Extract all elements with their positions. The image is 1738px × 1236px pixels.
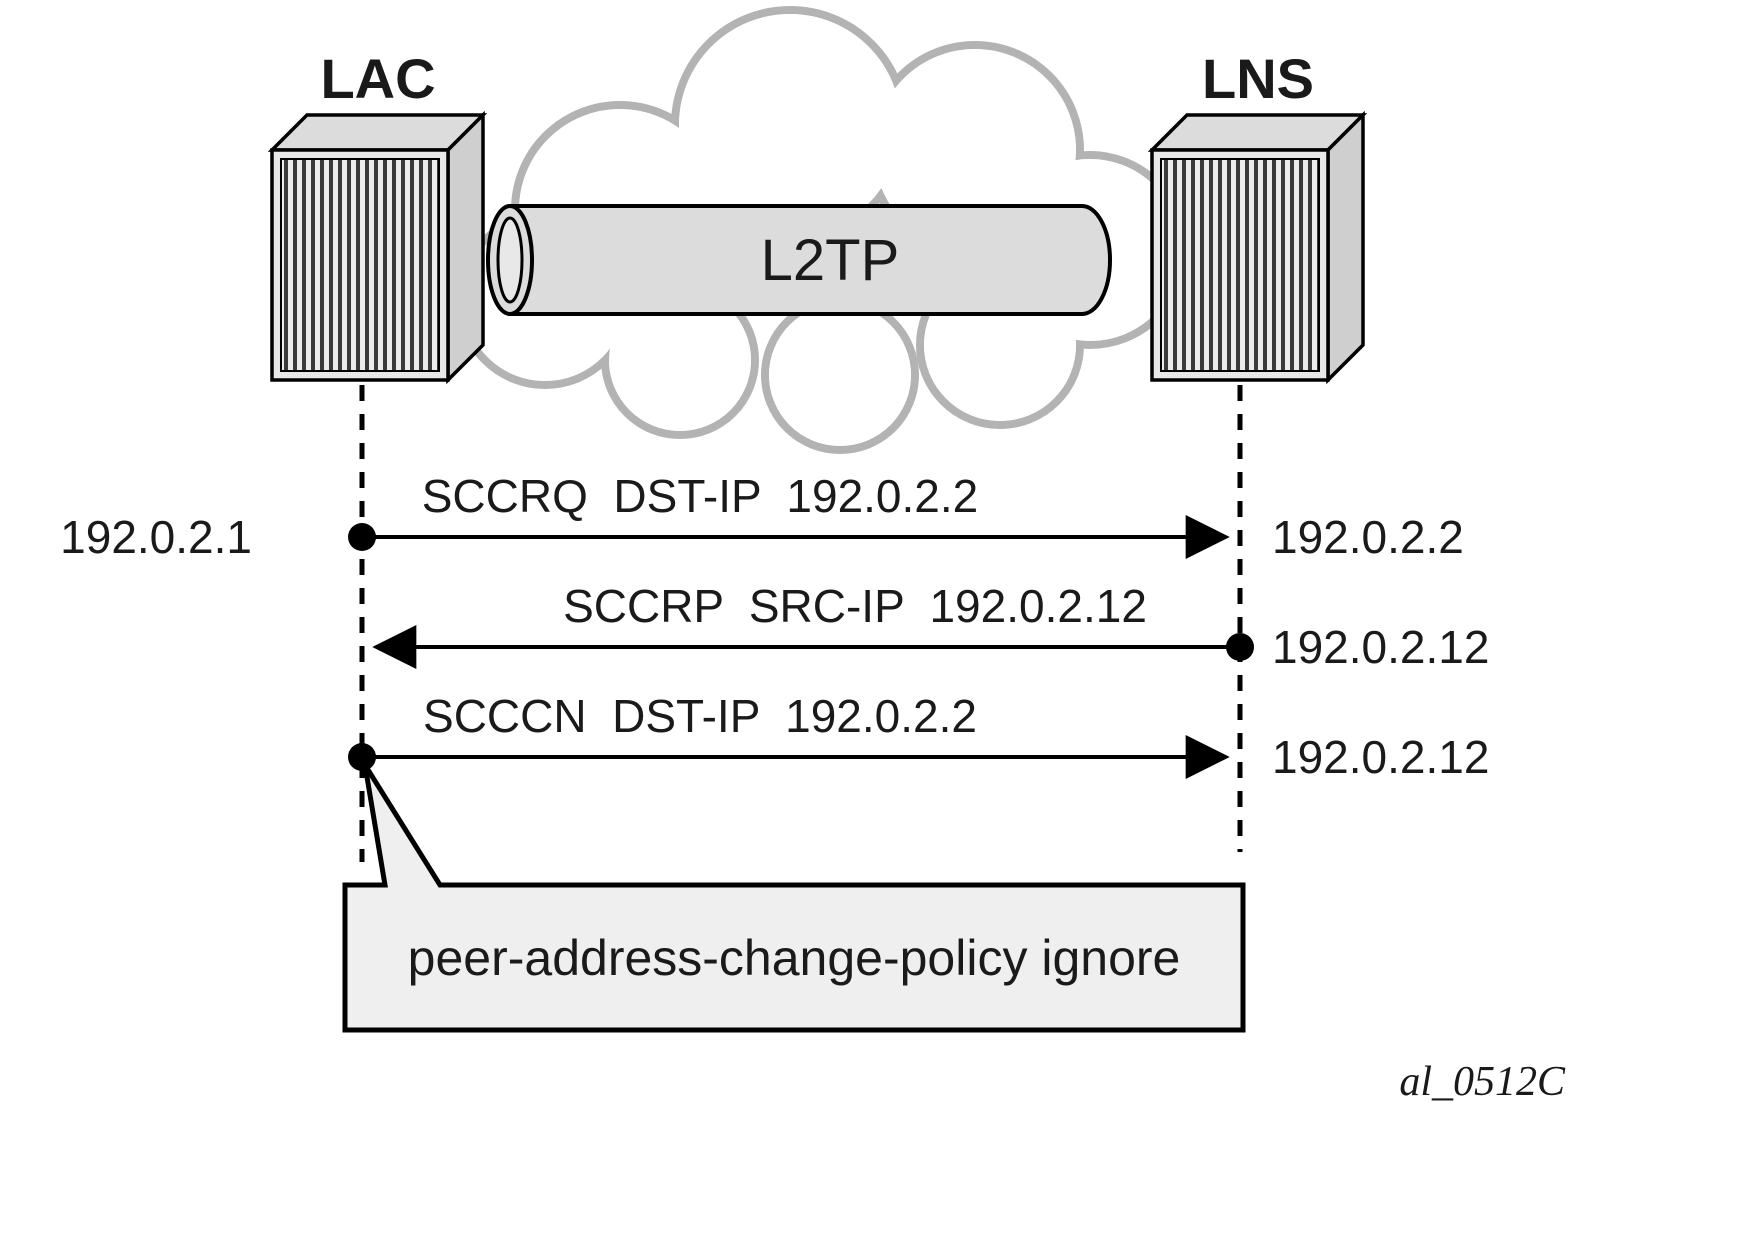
message-sccrq: SCCRQ DST-IP 192.0.2.2 (348, 470, 1230, 559)
callout: peer-address-change-policy ignore (342, 763, 1246, 1033)
message-sccrq-label: SCCRQ DST-IP 192.0.2.2 (422, 470, 979, 522)
message-scccn-label: SCCCN DST-IP 192.0.2.2 (423, 690, 977, 742)
message-sccrp-label: SCCRP SRC-IP 192.0.2.12 (563, 580, 1147, 632)
message-scccn: SCCCN DST-IP 192.0.2.2 (348, 690, 1230, 779)
message-sccrp: SCCRP SRC-IP 192.0.2.12 (372, 580, 1254, 669)
callout-text: peer-address-change-policy ignore (408, 930, 1181, 986)
figure-id-watermark: al_0512C (1399, 1059, 1566, 1105)
callout-bubble (342, 763, 1246, 1033)
lns-ip-label-3: 192.0.2.12 (1272, 731, 1489, 783)
l2tp-tunnel: L2TP (486, 204, 1112, 316)
lac-ip-label: 192.0.2.1 (60, 511, 252, 563)
lns-ip-label-2: 192.0.2.12 (1272, 621, 1489, 673)
message-scccn-origin-dot (348, 743, 376, 771)
message-sccrp-origin-dot (1226, 633, 1254, 661)
message-sccrq-origin-dot (348, 523, 376, 551)
lns-ip-label-1: 192.0.2.2 (1272, 511, 1464, 563)
lac-label: LAC (320, 47, 435, 110)
lns-device-icon (1147, 110, 1368, 385)
lac-device-icon (267, 110, 488, 385)
tunnel-label: L2TP (761, 228, 900, 293)
lns-label: LNS (1202, 47, 1314, 110)
